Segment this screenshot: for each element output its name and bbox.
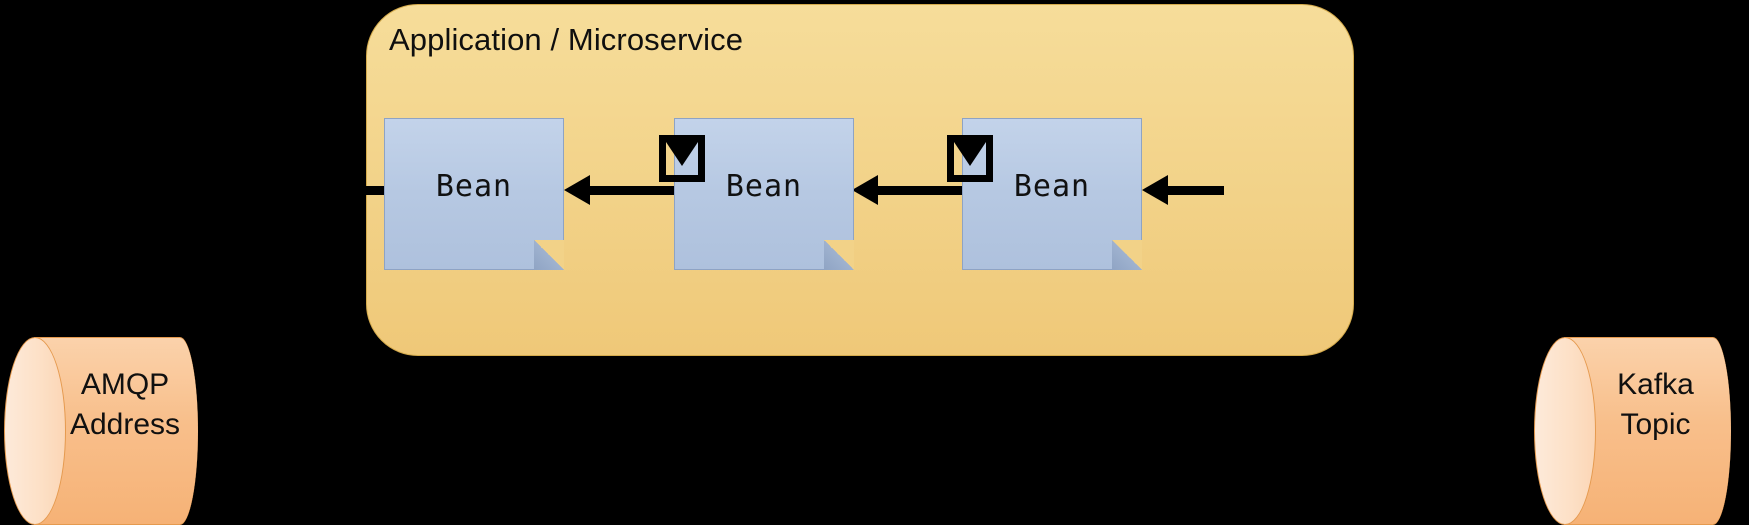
kafka-topic-cylinder: Kafka Topic [1534,337,1749,525]
arrow-inbound-right-head [1142,175,1168,205]
bean-label: Bean [435,169,513,204]
bean-label: Bean [1013,169,1091,204]
cylinder-body [34,337,198,525]
arrow-bean3-to-bean2-head [852,175,878,205]
kafka-topic-label-line2: Topic [1620,408,1691,441]
arrow-bean2-to-bean1-head [564,175,590,205]
amqp-address-label-line2: Address [69,408,181,441]
bean-label: Bean [725,169,803,204]
page-fold-corner [1112,240,1142,270]
amqp-address-cylinder: AMQP Address [4,337,216,525]
amqp-address-label-line1: AMQP [80,368,170,401]
arrow-bean3-to-bean2-line [874,186,978,195]
cylinder-cap [1534,337,1596,525]
envelope-flap-icon [666,142,698,166]
page-fold-corner [534,240,564,270]
arrow-inbound-right-line [1164,186,1224,195]
page-fold-corner [824,240,854,270]
arrow-bean2-to-bean1-line [586,186,690,195]
cylinder-cap [4,337,66,525]
envelope-icon [947,135,993,182]
arrow-inbound-left-line [330,186,386,195]
bean-node-1: Bean [384,118,564,270]
application-microservice-title: Application / Microservice [389,22,744,57]
amqp-address-label: AMQP Address [44,365,206,445]
envelope-icon [659,135,705,182]
envelope-flap-icon [954,142,986,166]
kafka-topic-label-line1: Kafka [1617,368,1694,401]
kafka-topic-label: Kafka Topic [1580,365,1731,445]
bean-node-2: Bean [674,118,854,270]
